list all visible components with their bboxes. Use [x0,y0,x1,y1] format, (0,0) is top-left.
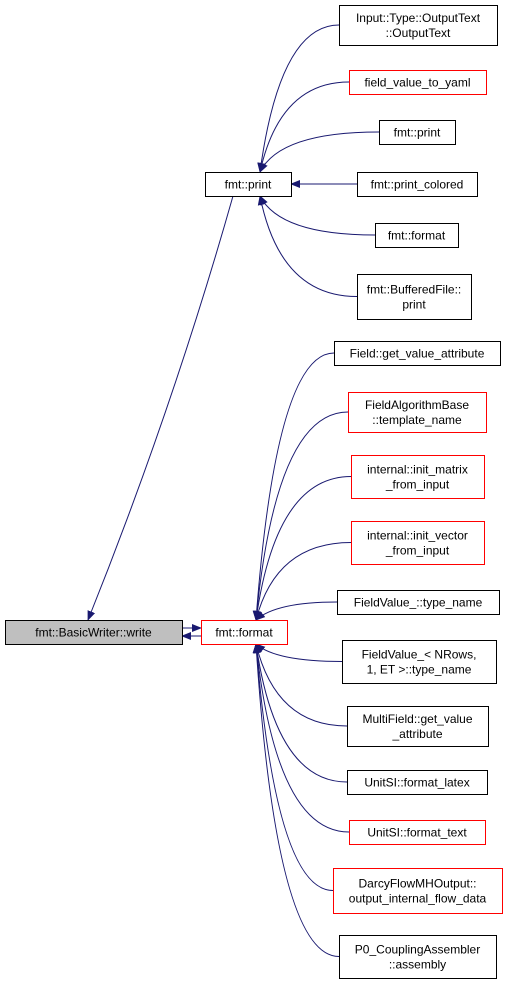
node-label-format_r-line-0: fmt::format [388,229,446,243]
node-box-bufferedfile [357,274,472,320]
node-label-format_latex-line-0: UnitSI::format_latex [364,776,469,790]
node-write[interactable]: fmt::BasicWriter::write [5,620,183,645]
node-label-format_text-line-0: UnitSI::format_text [367,826,467,840]
node-fv_nrows[interactable]: FieldValue_< NRows,1, ET >::type_name [342,640,497,684]
node-init_matrix[interactable]: internal::init_matrix_from_input [351,455,485,499]
node-label-print_colored-line-0: fmt::print_colored [371,178,464,192]
edge-template_name-to-format_mid [252,411,349,621]
node-box-p0 [339,935,497,979]
node-format_mid[interactable]: fmt::format [201,620,288,645]
node-darcy[interactable]: DarcyFlowMHOutput::output_internal_flow_… [333,868,503,914]
node-label-template_name-line-0: FieldAlgorithmBase [365,398,469,412]
node-label-fvtoyaml-line-0: field_value_to_yaml [364,76,470,90]
node-label-outputtext-line-1: ::OutputText [386,26,451,40]
node-box-outputtext [339,5,498,46]
node-print_colored[interactable]: fmt::print_colored [357,172,478,197]
node-p0[interactable]: P0_CouplingAssembler::assembly [339,935,497,979]
edge-format_latex-to-format_mid [253,643,348,783]
node-label-init_matrix-line-0: internal::init_matrix [367,463,468,477]
node-label-multifield-line-1: _attribute [391,727,442,741]
node-box-print_mid [205,172,292,197]
node-multifield[interactable]: MultiField::get_value_attribute [347,706,489,747]
node-label-print_r-line-0: fmt::print [394,126,441,140]
node-get_value_attr[interactable]: Field::get_value_attribute [334,341,501,366]
edge-fvtoyaml-to-print_mid [258,81,350,173]
node-format_r[interactable]: fmt::format [375,223,459,248]
node-box-print_colored [357,172,478,197]
node-fv_type_name[interactable]: FieldValue_::type_name [337,590,500,615]
edge-multifield-to-format_mid [254,643,348,727]
node-box-init_vector [351,521,485,565]
node-label-fv_type_name-line-0: FieldValue_::type_name [354,596,483,610]
node-init_vector[interactable]: internal::init_vector_from_input [351,521,485,565]
node-box-print_r [379,120,456,145]
node-label-fv_nrows-line-0: FieldValue_< NRows, [362,648,477,662]
edge-print_r-to-print_mid [259,131,380,173]
nodes-layer: fmt::BasicWriter::write fmt::printfmt::fo… [5,5,503,979]
node-box-darcy [333,868,503,914]
edge-init_vector-to-format_mid [254,542,352,621]
node-box-template_name [348,392,487,433]
node-label-bufferedfile-line-1: print [402,298,426,312]
node-label-darcy-line-1: output_internal_flow_data [349,892,487,906]
edge-print_mid-to-write [87,195,234,621]
node-box-fvtoyaml [349,70,487,95]
node-box-write [5,620,183,645]
edge-format_r-to-print_mid [259,195,376,236]
node-box-format_r [375,223,459,248]
node-label-multifield-line-0: MultiField::get_value [362,712,472,726]
node-label-format_mid-line-0: fmt::format [215,626,273,640]
node-label-darcy-line-0: DarcyFlowMHOutput:: [358,877,476,891]
node-format_latex[interactable]: UnitSI::format_latex [347,770,488,795]
edge-fv_type_name-to-format_mid [255,601,338,621]
node-print_mid[interactable]: fmt::print [205,172,292,197]
node-label-fv_nrows-line-1: 1, ET >::type_name [367,663,472,677]
node-box-format_mid [201,620,288,645]
node-outputtext[interactable]: Input::Type::OutputText::OutputText [339,5,498,46]
node-label-get_value_attr-line-0: Field::get_value_attribute [350,347,485,361]
node-label-p0-line-1: ::assembly [389,958,446,972]
node-template_name[interactable]: FieldAlgorithmBase::template_name [348,392,487,433]
edge-get_value_attr-to-format_mid [252,352,335,621]
node-box-multifield [347,706,489,747]
edge-p0-to-format_mid [252,643,340,957]
node-fvtoyaml[interactable]: field_value_to_yaml [349,70,487,95]
node-label-outputtext-line-0: Input::Type::OutputText [356,11,481,25]
edge-darcy-to-format_mid [252,643,334,891]
node-print_r[interactable]: fmt::print [379,120,456,145]
edge-format_text-to-format_mid [252,643,350,833]
edge-init_matrix-to-format_mid [253,476,352,621]
edges-layer [87,24,380,957]
node-box-fv_type_name [337,590,500,615]
node-label-print_mid-line-0: fmt::print [225,178,272,192]
edge-fv_nrows-to-format_mid [255,643,343,662]
node-box-fv_nrows [342,640,497,684]
node-format_text[interactable]: UnitSI::format_text [349,820,486,845]
node-box-get_value_attr [334,341,501,366]
edge-outputtext-to-print_mid [257,24,340,173]
node-label-init_vector-line-1: _from_input [385,544,450,558]
node-label-init_vector-line-0: internal::init_vector [367,529,468,543]
node-box-format_text [349,820,486,845]
node-label-bufferedfile-line-0: fmt::BufferedFile:: [367,283,461,297]
node-box-init_matrix [351,455,485,499]
edge-bufferedfile-to-print_mid [257,195,358,297]
node-label-write-line-0: fmt::BasicWriter::write [35,626,152,640]
node-label-template_name-line-1: ::template_name [372,413,462,427]
node-label-init_matrix-line-1: _from_input [385,478,450,492]
node-label-p0-line-0: P0_CouplingAssembler [355,943,480,957]
node-bufferedfile[interactable]: fmt::BufferedFile::print [357,274,472,320]
node-box-format_latex [347,770,488,795]
